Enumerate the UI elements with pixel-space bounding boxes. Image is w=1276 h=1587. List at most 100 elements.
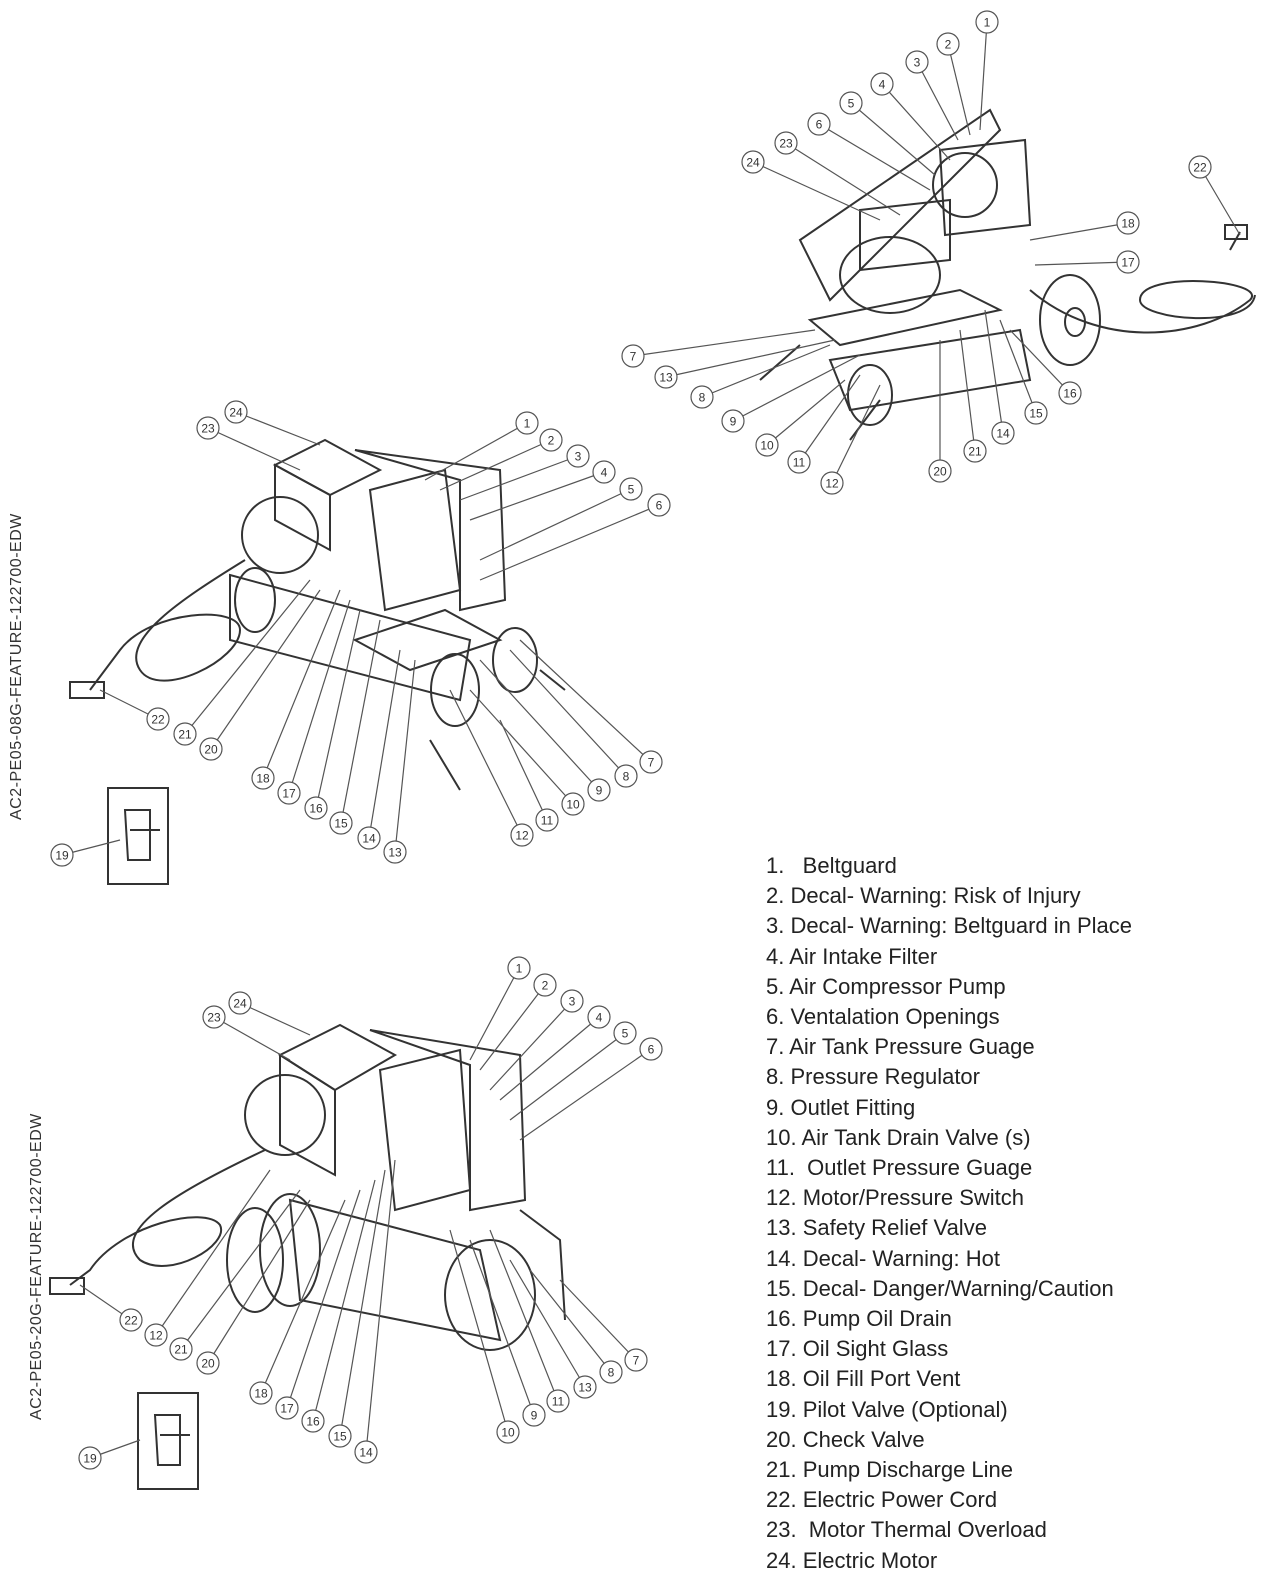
callout-leader-line (818, 123, 931, 191)
callout-number: 1 (984, 16, 991, 30)
callout-leader-line (984, 309, 1004, 434)
callout-bubble (619, 477, 643, 501)
pump-head-shape (938, 138, 1032, 237)
handle-shape (429, 669, 566, 791)
air-tank-shape (288, 1198, 502, 1342)
callout-number: 15 (333, 1430, 347, 1444)
callout-leader-line (469, 1239, 535, 1416)
callout-bubble (196, 1351, 220, 1375)
callout-leader-line (559, 1279, 637, 1361)
callout-leader-line (881, 83, 951, 161)
power-cord-shape (69, 1149, 266, 1286)
legend-item: 6. Ventalation Openings (766, 1004, 1000, 1030)
callout-number: 17 (282, 787, 296, 801)
callout-bubble (639, 1037, 663, 1061)
callout-bubble (654, 365, 678, 389)
callout-bubble (741, 150, 765, 174)
callout-bubble (533, 973, 557, 997)
callout-number: 14 (362, 832, 376, 846)
legend-item: 5. Air Compressor Pump (766, 973, 1006, 999)
callout-leader-line (519, 639, 652, 763)
callout-bubble (560, 989, 584, 1013)
callout-leader-line (665, 339, 836, 378)
legend-item: 10. Air Tank Drain Valve (s) (766, 1124, 1031, 1150)
callout-number: 21 (968, 445, 982, 459)
callout-leader-line (184, 579, 311, 735)
callout-number: 13 (388, 846, 402, 860)
callout-leader-line (766, 379, 846, 446)
legend-item: 23. Motor Thermal Overload (766, 1517, 1047, 1543)
callout-number: 6 (656, 499, 663, 513)
callout-bubble (1116, 211, 1140, 235)
callout-number: 2 (548, 434, 555, 448)
callout-bubble (621, 344, 645, 368)
callout-bubble (963, 439, 987, 463)
callout-number: 24 (229, 406, 243, 420)
model-label-top: AC2-PE05-08G-FEATURE-122700-EDW (8, 513, 25, 820)
pilot-valve-shape (123, 809, 160, 861)
callout-bubble (721, 409, 745, 433)
callout-leader-line (959, 329, 976, 452)
callout-bubble (573, 1375, 597, 1399)
handle-shape (519, 1209, 566, 1321)
callout-bubble (249, 1381, 273, 1405)
callout-number: 8 (608, 1366, 615, 1380)
callout-bubble (787, 450, 811, 474)
legend-item: 2. Decal- Warning: Risk of Injury (766, 883, 1081, 909)
callout-leader-line (489, 1229, 559, 1402)
callout-number: 6 (648, 1043, 655, 1057)
legend-item: 20. Check Valve (766, 1426, 925, 1452)
callout-number: 7 (648, 756, 655, 770)
callout-number: 12 (825, 477, 839, 491)
callout-leader-line (365, 1159, 396, 1453)
callout-bubble (975, 10, 999, 34)
callout-bubble (50, 843, 74, 867)
callout-leader-line (509, 1032, 626, 1121)
callout-leader-line (479, 488, 632, 561)
callout-bubble (566, 444, 590, 468)
callout-bubble (1188, 155, 1212, 179)
callout-leader-line (529, 1269, 612, 1373)
callout-bubble (228, 991, 252, 1015)
motor-box-side-shape (274, 463, 331, 552)
callout-leader-line (339, 1169, 386, 1437)
callout-leader-line (368, 649, 401, 839)
callout-number: 18 (1121, 217, 1135, 231)
callout-bubble (507, 956, 531, 980)
callout-bubble (839, 91, 863, 115)
callout-number: 22 (151, 713, 165, 727)
callout-number: 6 (816, 118, 823, 132)
callout-number: 11 (541, 814, 554, 828)
callout-leader-line (155, 1169, 271, 1336)
legend-item: 7. Air Tank Pressure Guage (766, 1034, 1035, 1060)
tank-end-shape (492, 627, 538, 693)
legend-item: 22. Electric Power Cord (766, 1487, 998, 1513)
wheel-shape (226, 1207, 284, 1313)
callout-number: 13 (578, 1381, 592, 1395)
plug-shape (49, 1277, 85, 1295)
callout-number: 18 (254, 1387, 268, 1401)
legend-item: 4. Air Intake Filter (766, 943, 938, 969)
callout-number: 22 (124, 1314, 138, 1328)
legend-item: 18. Oil Fill Port Vent (766, 1366, 961, 1392)
callout-bubble (277, 781, 301, 805)
callout-leader-line (916, 61, 959, 141)
callout-bubble (905, 50, 929, 74)
callout-number: 7 (630, 350, 637, 364)
callout-number: 14 (996, 427, 1010, 441)
callout-number: 9 (730, 415, 737, 429)
callout-leader-line (785, 142, 901, 216)
callout-bubble (275, 1396, 299, 1420)
callout-number: 5 (628, 483, 635, 497)
callout-leader-line (1034, 261, 1129, 266)
callout-number: 12 (515, 829, 529, 843)
callout-bubble (328, 1424, 352, 1448)
callout-leader-line (979, 21, 988, 131)
callout-leader-line (394, 659, 416, 853)
callout-leader-line (315, 609, 361, 809)
callout-bubble (354, 1440, 378, 1464)
tank-end-shape (234, 567, 276, 633)
callout-leader-line (831, 384, 881, 484)
callout-leader-line (479, 504, 660, 581)
